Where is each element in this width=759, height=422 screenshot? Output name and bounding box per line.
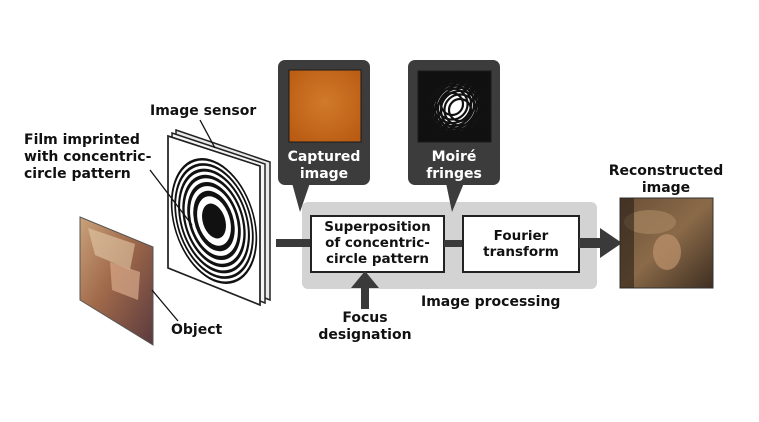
moire-ring: [419, 71, 491, 142]
captured-image-callout: [278, 60, 370, 212]
film-label-line1: Film imprinted: [24, 132, 140, 148]
reconstructed-picture: [619, 197, 714, 289]
captured-image-thumbnail: [288, 69, 362, 143]
moire-ring: [418, 71, 491, 142]
moire-ring: [434, 84, 486, 136]
moire-ring: [427, 77, 491, 142]
moire-label-line1: Moiré: [431, 149, 477, 165]
superposition-label-line3: circle pattern: [326, 251, 429, 267]
moire-ring: [422, 72, 491, 142]
moire-ring: [447, 97, 473, 123]
moire-ring: [424, 74, 491, 142]
captured-image-label-line2: image: [299, 166, 349, 182]
superposition-label-line1: Superposition: [324, 219, 431, 235]
object-label: Object: [171, 322, 223, 338]
moire-ring: [431, 81, 489, 139]
moire-callout: [408, 60, 500, 212]
moire-ring: [443, 93, 477, 127]
focus-label-line1: Focus: [342, 310, 388, 326]
object-leader-line: [151, 289, 179, 322]
arrow-superposition-to-fourier: [444, 240, 463, 247]
reconstructed-label-line1: Reconstructed: [608, 163, 724, 179]
fourier-label-line1: Fourier: [493, 228, 549, 244]
moire-label-line2: fringes: [426, 166, 482, 182]
moire-ring: [429, 79, 491, 141]
image-sensor: [167, 128, 271, 307]
film-leader-line: [149, 169, 193, 226]
fourier-label-line2: transform: [483, 244, 559, 260]
object-picture: [79, 216, 154, 346]
image-sensor-label: Image sensor: [150, 103, 257, 119]
superposition-label-line2: of concentric-: [325, 235, 430, 251]
image-processing-label: Image processing: [421, 294, 561, 310]
arrow-fourier-to-reconstructed: [579, 228, 622, 258]
reconstructed-label-line2: image: [641, 180, 691, 196]
moire-ring: [425, 75, 491, 142]
focus-label-line2: designation: [318, 327, 412, 343]
moire-fringes-thumbnail: [418, 71, 491, 142]
film-label-line2: with concentric-: [24, 149, 152, 165]
film-label-line3: circle pattern: [24, 166, 131, 182]
captured-image-label-line1: Captured: [287, 149, 361, 165]
focus-arrow: [351, 271, 379, 309]
sensor-leader-line: [199, 119, 216, 149]
fourier-box: [462, 215, 580, 273]
moire-ring: [439, 89, 481, 131]
arrow-sensor-to-superposition: [276, 239, 310, 247]
moire-ring: [436, 86, 484, 134]
film-ring: [202, 203, 226, 239]
moire-ring: [420, 71, 491, 142]
